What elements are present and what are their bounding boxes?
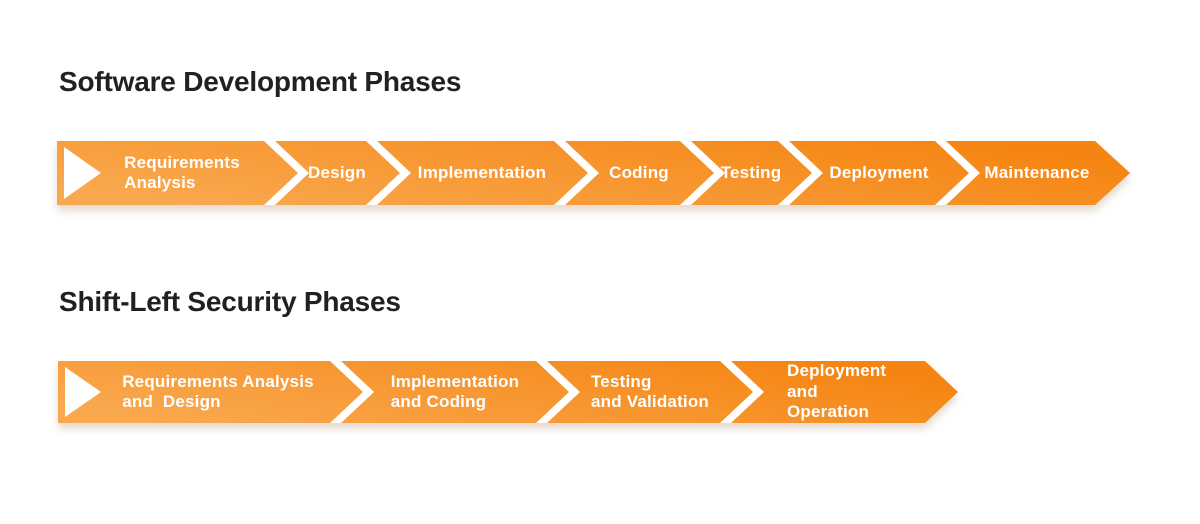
phase-label: Testing <box>720 162 782 182</box>
section-title-shift-left: Shift-Left Security Phases <box>59 286 401 317</box>
flow-arrow-band <box>58 361 958 423</box>
start-notch-icon <box>64 147 101 199</box>
phase-label: Testing and Validation <box>590 371 710 411</box>
phase-label: Requirements Analysis and Design <box>122 371 314 411</box>
chevron-separator-icon <box>366 141 411 205</box>
phase-labels: Requirements Analysis and Design Impleme… <box>58 361 958 423</box>
phase-label: Deployment <box>829 162 929 182</box>
phase-label: Design <box>308 162 366 182</box>
chevron-separator-icon <box>264 141 309 205</box>
phase-labels: Requirements Analysis Design Implementat… <box>57 141 1130 205</box>
start-notch-icon <box>65 367 101 417</box>
chevron-separator-icon <box>778 141 823 205</box>
chevron-separator-icon <box>935 141 980 205</box>
phase-label: Deployment and Operation <box>787 361 887 422</box>
section-title-sdlc: Software Development Phases <box>59 66 462 97</box>
chevron-separator-icon <box>680 141 725 205</box>
phase-label: Maintenance <box>984 162 1090 182</box>
sdlc-phases-ribbon: Requirements Analysis Design Implementat… <box>57 141 1130 205</box>
chevron-separator-icon <box>536 361 580 423</box>
phase-label: Requirements Analysis <box>124 152 240 192</box>
phase-label: Coding <box>609 162 669 182</box>
flow-arrow-svg <box>58 361 958 423</box>
chevron-separator-icon <box>330 361 374 423</box>
chevron-separator-icon <box>720 361 764 423</box>
phase-label: Implementation and Coding <box>390 371 520 411</box>
flow-arrow-svg <box>57 141 1130 205</box>
chevron-separator-icon <box>554 141 599 205</box>
phase-label: Implementation <box>417 162 547 182</box>
shift-left-phases-ribbon: Requirements Analysis and Design Impleme… <box>58 361 958 423</box>
